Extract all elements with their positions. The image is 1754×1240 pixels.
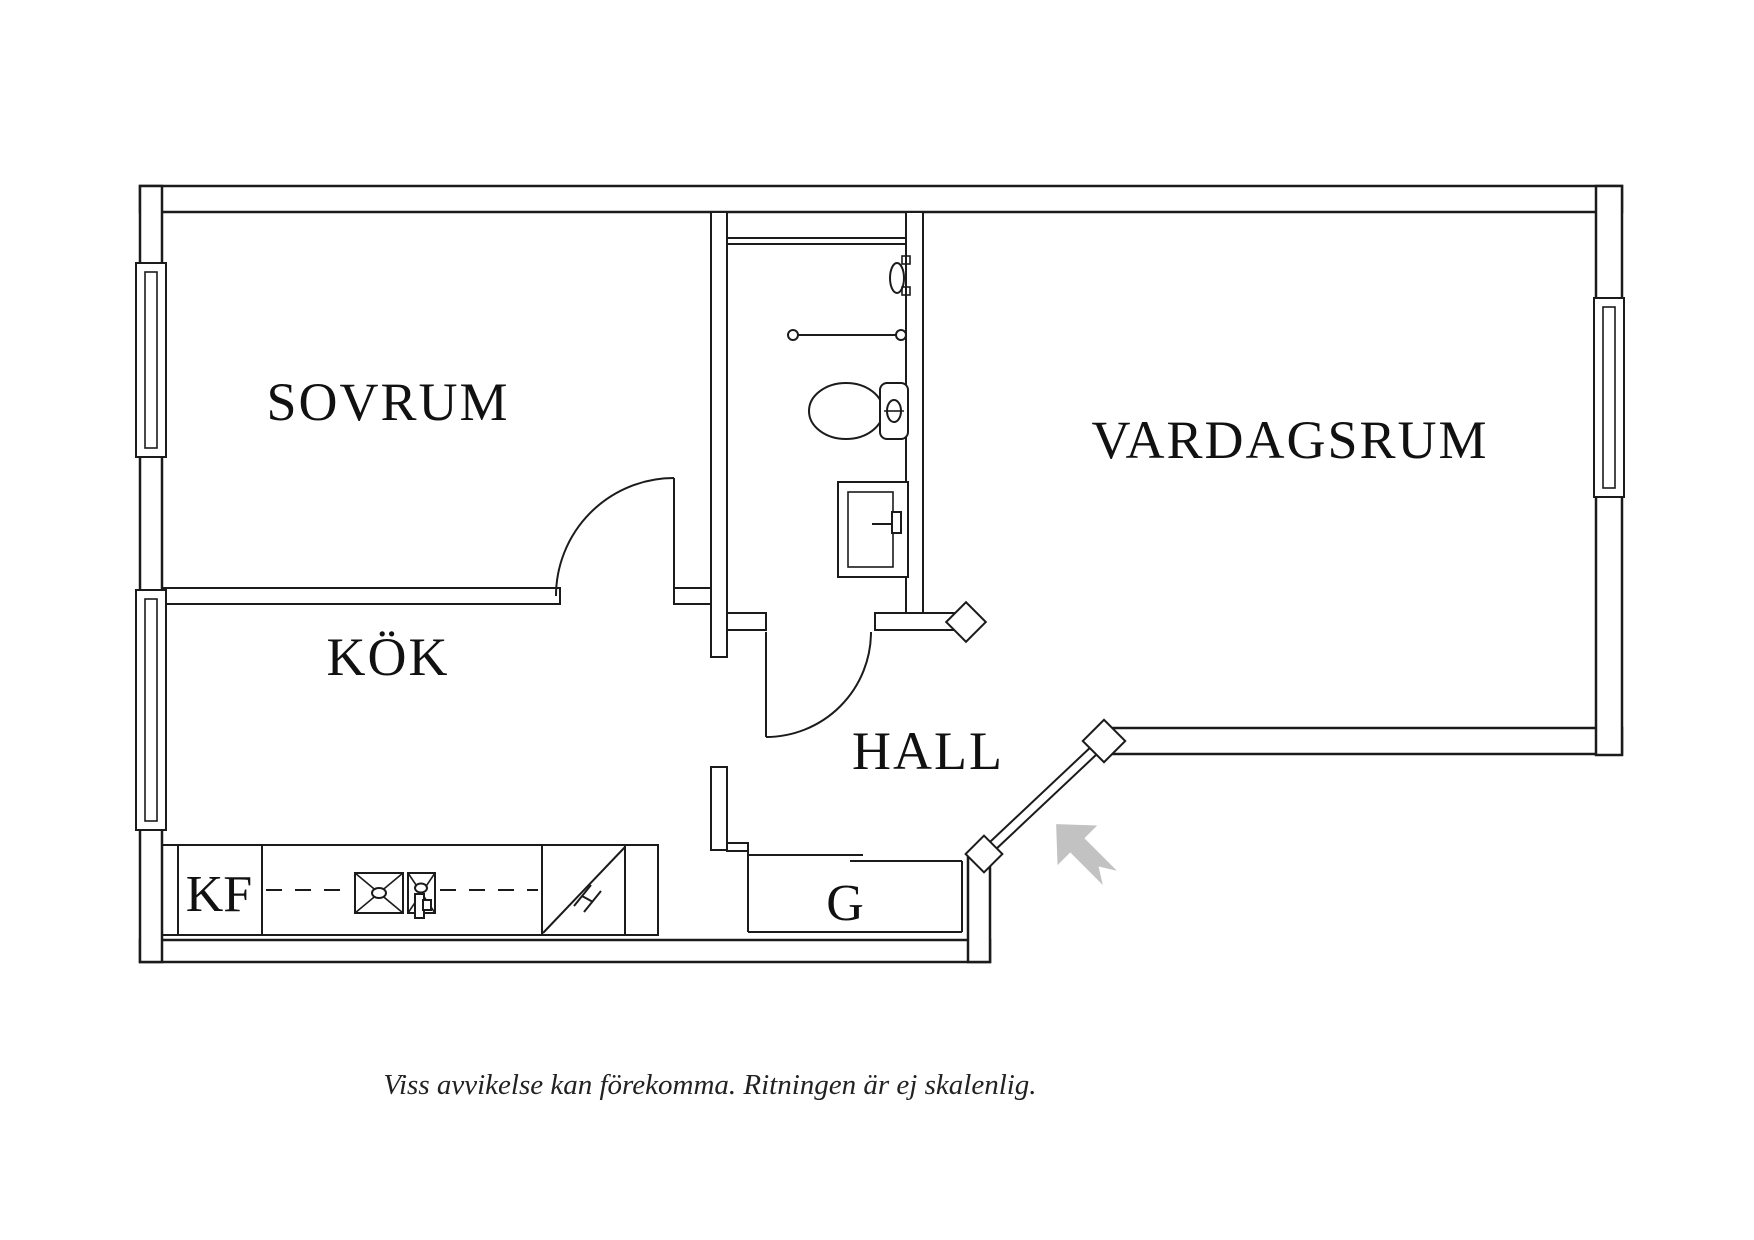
wall-bedroom-kitchen [161,587,561,605]
window-kitchen [135,589,167,831]
label-kitchen: KÖK [327,627,450,687]
sink-drain [371,887,387,899]
bathroom-door [765,631,872,738]
wall-kitchen-hall-stub [710,766,728,851]
window-glass [144,271,158,449]
window-bedroom [135,262,167,458]
shower-bracket [901,255,911,265]
window-livingroom [1593,297,1625,498]
shower-knob [889,262,905,294]
toilet-icon [808,382,909,440]
sink-tap-base [891,511,902,534]
outer-wall-bottom-right [1106,726,1624,756]
sink-drain [414,882,428,894]
outer-wall-bottom-left [138,938,992,964]
stove-icon [542,846,626,934]
outer-wall-top [138,184,1624,214]
label-hall: HALL [852,721,1004,781]
label-fridge-freezer: KF [186,866,252,923]
entry-direction-arrow-icon [1056,824,1117,885]
wall-bedroom-kitchen-stub [673,587,712,605]
wall-bathroom-bottom-left [726,612,767,631]
label-bedroom: SOVRUM [266,372,509,432]
rod-end [787,329,799,341]
wall-end-cap [944,600,988,644]
bedroom-door-arc [555,477,675,597]
wall-bathroom-top [726,237,907,245]
window-frame [135,589,167,831]
wall-bedroom-bathroom [710,211,728,658]
wall-step [726,842,749,852]
disclaimer-caption: Viss avvikelse kan förekomma. Ritningen … [383,1069,1036,1101]
shower-bracket [901,286,911,296]
window-frame [135,262,167,458]
wardrobe-outline [747,851,963,933]
window-glass [144,598,158,822]
stove-mark [581,895,594,903]
counter-outline [161,844,659,936]
bathroom-sink-icon [837,481,909,578]
window-frame [1593,297,1625,498]
shower-curtain-rod-icon [787,329,907,341]
entrance-jamb-upper [1081,718,1127,764]
sink-tap-handle [422,899,432,911]
kitchen-sink-icon [354,872,436,919]
stove-diagonal [542,846,626,934]
label-wardrobe: G [826,875,864,932]
entrance-jamb-lower [964,834,1004,874]
shower-mixer-icon [889,255,911,296]
kitchen-counter [161,844,659,936]
bedroom-door [555,477,675,597]
label-livingroom: VARDAGSRUM [1091,410,1488,470]
window-glass [1602,306,1616,489]
bathroom-door-arc [765,631,872,738]
toilet-bowl [808,382,884,440]
rod-end [895,329,907,341]
